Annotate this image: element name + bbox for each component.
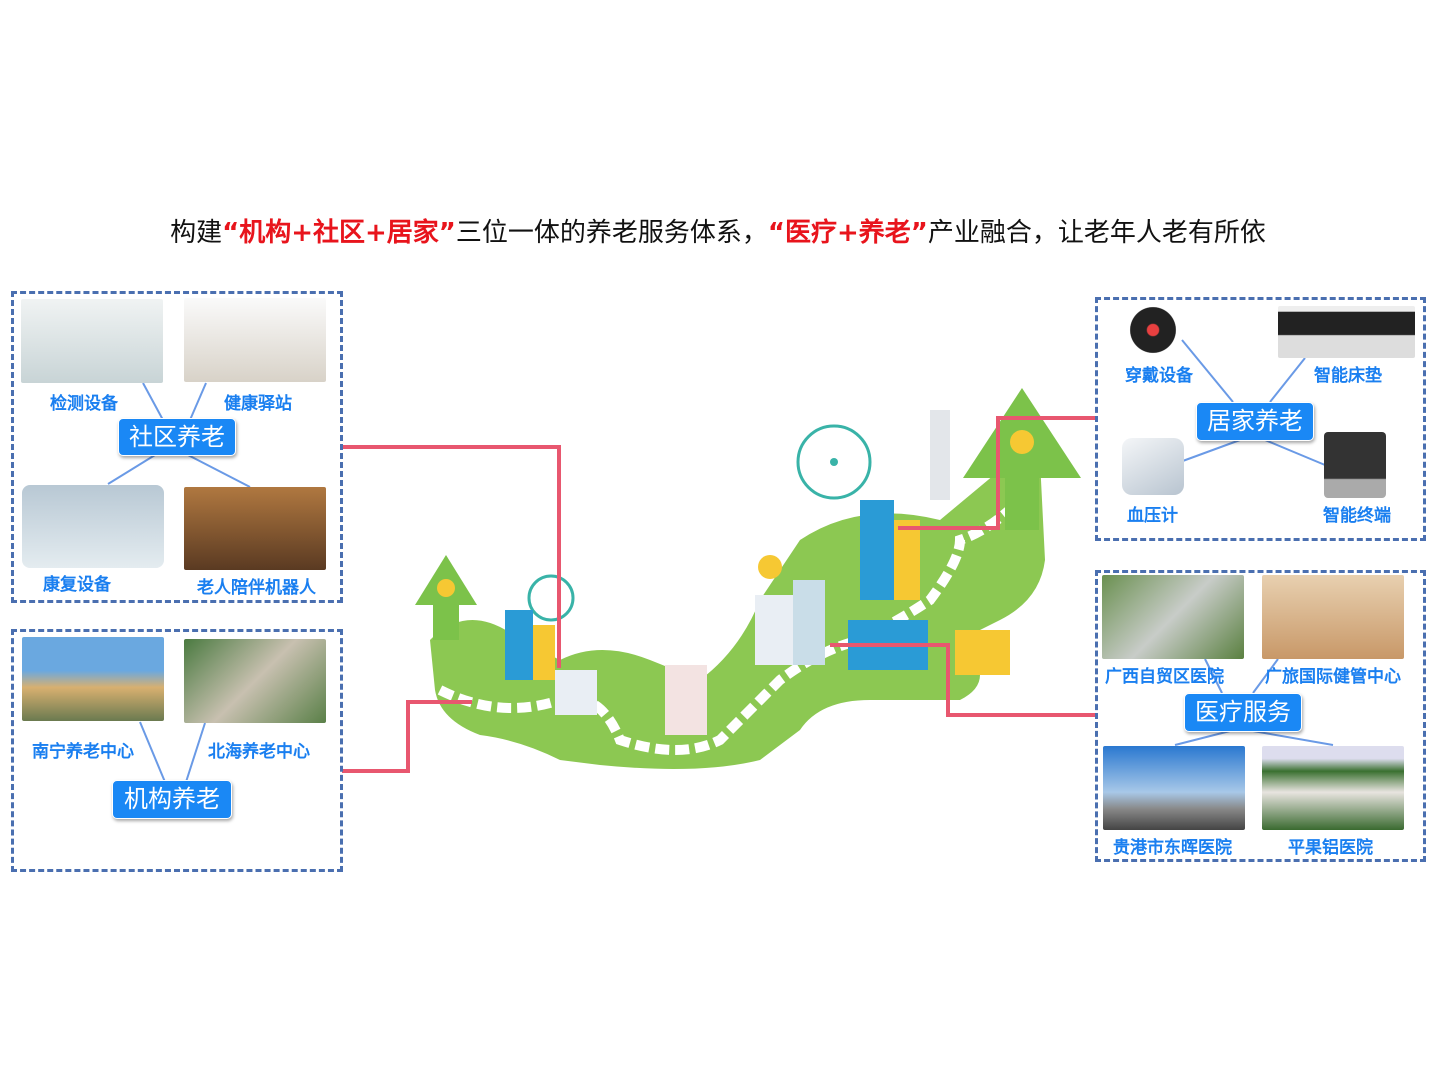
companion-robot-image: [184, 487, 326, 570]
rehab-equipment-image: [22, 485, 164, 568]
item-label: 北海养老中心: [208, 742, 310, 762]
title-highlight: “医疗+养老”: [767, 218, 928, 248]
city-illustration: [415, 388, 1081, 769]
item-label: 老人陪伴机器人: [197, 578, 316, 598]
blood-pressure-monitor-image: [1122, 438, 1184, 495]
testing-equipment-image: [21, 299, 163, 383]
title-text: 三位一体的养老服务体系，: [455, 218, 768, 248]
institutional-care-badge: 机构养老: [112, 780, 232, 819]
item-label: 康复设备: [43, 575, 111, 595]
institutional-care-panel: [11, 629, 343, 872]
nanning-center-image: [22, 637, 164, 721]
item-label: 穿戴设备: [1125, 366, 1193, 386]
medical-service-panel: [1095, 570, 1426, 862]
pingguo-aluminum-hospital-image: [1262, 746, 1404, 830]
item-label: 广旅国际健管中心: [1265, 667, 1401, 687]
community-care-badge: 社区养老: [118, 418, 236, 456]
smart-mattress-image: [1278, 306, 1415, 358]
item-label: 广西自贸区医院: [1105, 667, 1224, 687]
spoke-lines: [107, 339, 1334, 783]
guigang-donghui-hospital-image: [1103, 746, 1245, 830]
connector-lines: [342, 416, 1095, 773]
item-label: 检测设备: [50, 394, 118, 414]
wearable-device-image: [1128, 302, 1178, 358]
guanglv-health-center-image: [1262, 575, 1404, 659]
medical-service-badge: 医疗服务: [1184, 693, 1302, 732]
item-label: 平果铝医院: [1288, 838, 1373, 858]
health-station-image: [184, 298, 326, 382]
home-care-badge: 居家养老: [1196, 402, 1314, 441]
beihai-center-image: [184, 639, 326, 723]
home-care-panel: [1095, 297, 1426, 541]
title-text: 构建: [170, 218, 223, 248]
item-label: 南宁养老中心: [32, 742, 134, 762]
guangxi-ftz-hospital-image: [1102, 575, 1244, 659]
slide-title: 构建“机构+社区+居家”三位一体的养老服务体系，“医疗+养老”产业融合，让老年人…: [0, 212, 1436, 249]
smart-terminal-image: [1324, 432, 1386, 498]
title-highlight: “机构+社区+居家”: [222, 218, 456, 248]
item-label: 贵港市东晖医院: [1113, 838, 1232, 858]
item-label: 智能终端: [1323, 506, 1391, 526]
title-text: 产业融合，让老年人老有所依: [927, 218, 1266, 248]
community-care-panel: [11, 291, 343, 603]
item-label: 智能床垫: [1314, 366, 1382, 386]
item-label: 血压计: [1127, 506, 1178, 526]
item-label: 健康驿站: [224, 394, 292, 414]
